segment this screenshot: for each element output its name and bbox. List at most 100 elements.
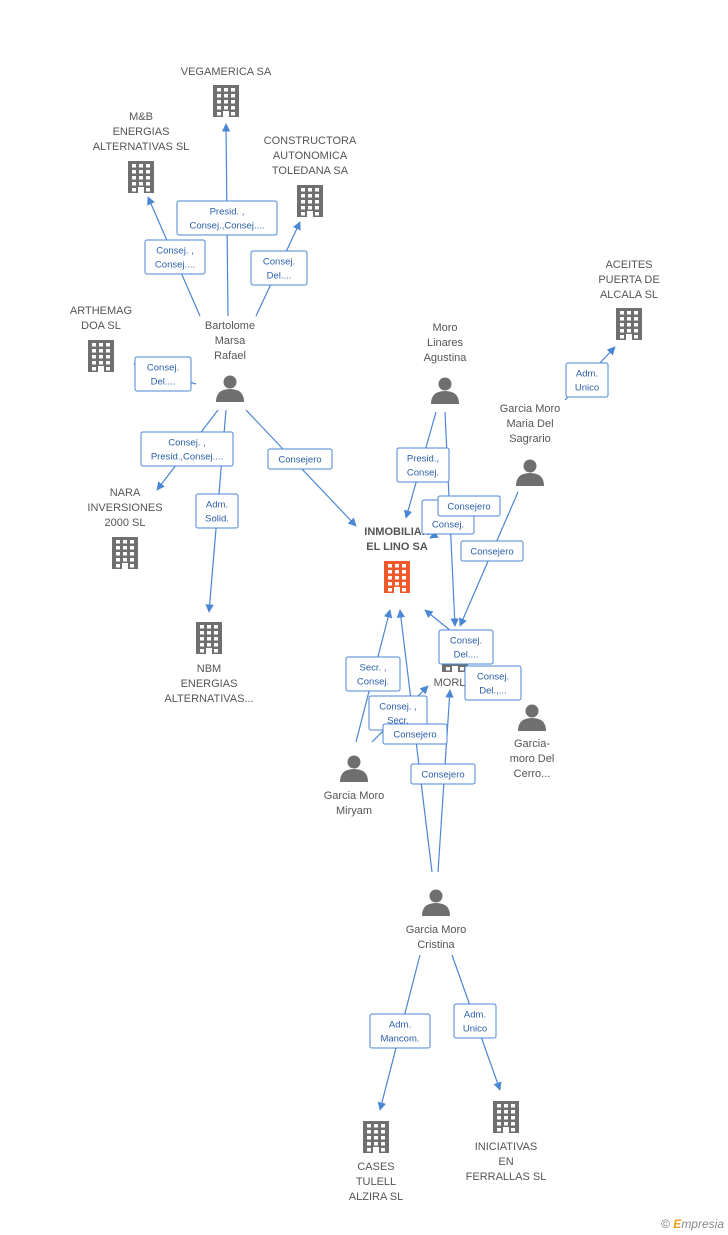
edge-label-box: [176, 200, 278, 236]
edge-label-text: Del.,...: [479, 686, 506, 697]
node-label: Garcia-: [514, 738, 550, 750]
node-label: Bartolome: [205, 320, 255, 332]
edge-label-text: Consejero: [447, 502, 490, 513]
person-icon: [422, 889, 450, 916]
node-label: ALZIRA SL: [349, 1191, 403, 1203]
edge-label-text: Consej....: [155, 260, 195, 271]
edge-label-text: Consejero: [278, 455, 321, 466]
node-label: NARA: [110, 487, 141, 499]
node-vegamerica[interactable]: VEGAMERICA SA: [181, 66, 272, 117]
empresia-credit: © Empresia: [661, 1217, 724, 1231]
node-label: PUERTA DE: [598, 274, 659, 286]
edge-label-e15[interactable]: Secr. ,Consej.: [345, 656, 401, 692]
node-constructora[interactable]: CONSTRUCTORA AUTONOMICA TOLEDANA SA: [264, 135, 357, 217]
edge-label-e6[interactable]: Adm.Solid.: [195, 493, 239, 529]
edge-label-text: Consej. ,: [156, 246, 194, 257]
edge-label-text: Consejero: [393, 730, 436, 741]
edge-label-text: Del....: [454, 650, 479, 661]
edge-label-text: Consej.: [357, 677, 389, 688]
edge-label-text: Adm.: [576, 369, 598, 380]
node-garcia_cerro[interactable]: Garcia-moro DelCerro...: [510, 704, 555, 781]
edge-label-text: Adm.: [464, 1010, 486, 1021]
edge-label-e5[interactable]: Consej. ,Presid.,Consej....: [140, 431, 234, 467]
edge-label-e20[interactable]: Adm. Unico: [453, 1003, 497, 1039]
edge-label-box: [565, 362, 609, 398]
edge-label-e14[interactable]: Consej. Del.,...: [464, 665, 522, 701]
edge-label-box: [134, 356, 192, 392]
node-label: Marsa: [215, 335, 246, 347]
edge-label-box: [250, 250, 308, 286]
edge-label-box: [460, 540, 524, 562]
building-icon: [112, 537, 138, 569]
building-icon: [297, 185, 323, 217]
edge-label-text: Consej. ,: [168, 438, 206, 449]
edge-label-e19[interactable]: Adm.Mancom.: [369, 1013, 431, 1049]
node-label: FERRALLAS SL: [466, 1171, 547, 1183]
node-label: Cristina: [417, 939, 455, 951]
edge-label-e7[interactable]: Consejero: [267, 448, 333, 470]
edge-label-box: [437, 495, 501, 517]
node-label: Cerro...: [514, 768, 551, 780]
edge-label-text: Consej.: [432, 520, 464, 531]
edge-label-text: Consej.,Consej....: [190, 221, 265, 232]
edge-label-text: Consej.: [477, 672, 509, 683]
node-label: INVERSIONES: [87, 502, 162, 514]
edge-label-e11[interactable]: Consejero: [437, 495, 501, 517]
edge-label-e13[interactable]: Consej. Del....: [438, 629, 494, 665]
edge-label-e9[interactable]: Presid.,Consej.: [396, 447, 450, 483]
node-label: AUTONOMICA: [273, 150, 348, 162]
edge-label-text: Unico: [463, 1024, 487, 1035]
edge-label-text: Secr.: [387, 716, 409, 727]
edge-label-text: Consej.: [450, 636, 482, 647]
edge-label-text: Consejero: [421, 770, 464, 781]
node-label: Rafael: [214, 350, 246, 362]
node-label: ACEITES: [605, 259, 652, 271]
edge-label-e18[interactable]: Consejero: [410, 763, 476, 785]
node-label: CONSTRUCTORA: [264, 135, 357, 147]
edge-label-e1[interactable]: Presid. , Consej.,Consej....: [176, 200, 278, 236]
edge-label-e3[interactable]: Consej.Del....: [250, 250, 308, 286]
edge-label-text: Consejero: [470, 547, 513, 558]
edge-label-e2[interactable]: Consej. , Consej....: [144, 239, 206, 275]
edge-label-box: [453, 1003, 497, 1039]
edge-label-e8[interactable]: Adm.Unico: [565, 362, 609, 398]
edge-label-text: Presid. ,: [210, 207, 245, 218]
edge-label-e4[interactable]: Consej.Del....: [134, 356, 192, 392]
edge-label-box: [369, 1013, 431, 1049]
node-label: Garcia Moro: [324, 790, 385, 802]
person-icon: [518, 704, 546, 731]
person-icon: [516, 459, 544, 486]
edge-label-text: Consej.: [147, 363, 179, 374]
node-nbm[interactable]: NBMENERGIASALTERNATIVAS...: [164, 622, 254, 705]
edge-label-e12[interactable]: Consejero: [460, 540, 524, 562]
edge-label-text: Mancom.: [380, 1034, 419, 1045]
node-label: TULELL: [356, 1176, 396, 1188]
node-label: Garcia Moro: [500, 403, 561, 415]
node-label: TOLEDANA SA: [272, 165, 349, 177]
node-label: EL LINO SA: [366, 541, 428, 553]
node-label: Miryam: [336, 805, 372, 817]
building-icon: [384, 561, 410, 593]
building-icon: [128, 161, 154, 193]
node-label: Agustina: [424, 352, 468, 364]
node-label: DOA SL: [81, 320, 121, 332]
node-label: ENERGIAS: [181, 678, 238, 690]
building-icon: [616, 308, 642, 340]
node-label: ALTERNATIVAS SL: [93, 141, 190, 153]
node-label: ENERGIAS: [113, 126, 170, 138]
node-label: Maria Del: [506, 418, 553, 430]
edge-label-e17[interactable]: Consejero: [382, 723, 448, 745]
